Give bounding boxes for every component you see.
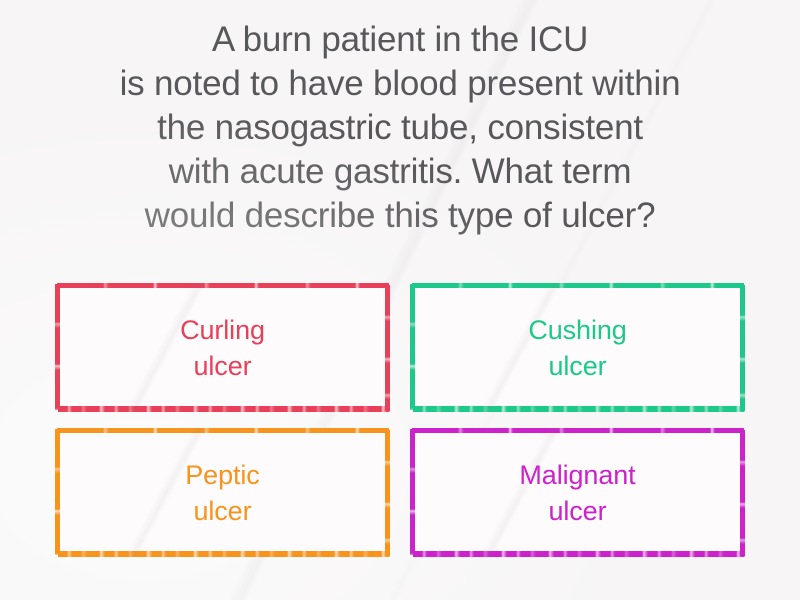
answer-option-label: Cushing ulcer (528, 314, 627, 381)
card-border-left (55, 284, 60, 410)
card-border-right (740, 430, 745, 556)
answer-option-curling-ulcer[interactable]: Curling ulcer (55, 283, 390, 412)
question-area: A burn patient in the ICU is noted to ha… (0, 0, 800, 238)
card-border-right (385, 430, 390, 556)
card-border-bottom (413, 551, 745, 557)
card-border-top (57, 283, 389, 288)
card-border-bottom (58, 406, 390, 412)
card-border-left (410, 284, 415, 410)
card-border-top (57, 428, 389, 433)
card-border-top (412, 428, 744, 433)
question-text: A burn patient in the ICU is noted to ha… (119, 20, 681, 235)
card-border-left (55, 429, 60, 555)
answer-option-malignant-ulcer[interactable]: Malignant ulcer (410, 428, 745, 557)
answer-options-grid: Curling ulcer Cushing ulcer Peptic ulcer… (55, 283, 745, 557)
answer-option-cushing-ulcer[interactable]: Cushing ulcer (410, 283, 745, 412)
answer-option-label: Curling ulcer (180, 314, 265, 381)
card-border-bottom (413, 406, 745, 412)
card-border-right (740, 285, 745, 411)
answer-option-label: Malignant ulcer (519, 459, 636, 526)
card-border-top (412, 283, 744, 288)
answer-option-peptic-ulcer[interactable]: Peptic ulcer (55, 428, 390, 557)
card-border-bottom (58, 551, 390, 557)
answer-option-label: Peptic ulcer (185, 459, 260, 526)
card-border-left (410, 429, 415, 555)
card-border-right (385, 285, 390, 411)
